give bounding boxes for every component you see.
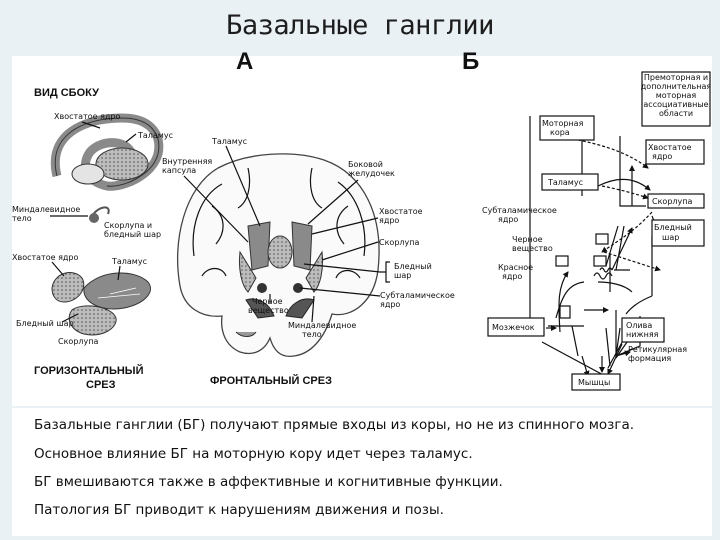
box-thalamus — [541, 173, 599, 191]
frontal-leader-lines — [183, 145, 381, 323]
bullet-item: Основное влияние БГ на моторную кору иде… — [34, 446, 473, 462]
label-red-nucleus-line2: ядро — [502, 272, 522, 281]
box-cerebellum — [487, 317, 545, 337]
lateral-leader-lines — [50, 121, 137, 217]
label-reticular-line1: Ретикулярная — [628, 345, 687, 354]
bullet-item: БГ вмешиваются также в аффективные и ког… — [34, 474, 503, 490]
label-premotor-line1: Премоторная и — [644, 73, 708, 82]
label-caudate-right-line2: ядро — [379, 216, 399, 225]
bullet-item: Патология БГ приводит к нарушениям движе… — [34, 502, 444, 518]
label-premotor-line4: ассоциативные — [643, 100, 708, 109]
label-muscles: Мышцы — [578, 378, 610, 387]
label-reticular-line2: формация — [628, 354, 671, 363]
figure-panel: ВИД СБОКУ Хвостатое ядро Таламус Миндале… — [12, 56, 712, 406]
label-substantia-nigra-b-line1: Черное — [512, 235, 543, 244]
label-amygdala-center-line1: Миндалевидное — [288, 321, 356, 330]
label-putamen-b: Скорлупа — [652, 197, 692, 206]
slide-title: Базальные ганглии — [226, 10, 494, 41]
panel-label-b: Б — [462, 48, 480, 75]
horizontal-leader-lines — [51, 261, 121, 323]
label-olive-line2: нижняя — [626, 330, 659, 339]
frontal-section-drawing — [177, 153, 380, 358]
box-muscles — [571, 373, 621, 391]
label-thalamus-2: Таламус — [111, 257, 147, 266]
box-motor-cortex — [539, 115, 595, 141]
label-lateral-ventricle-line2: желудочек — [348, 169, 395, 178]
label-motor-cortex-line1: Моторная — [542, 119, 584, 128]
label-amygdala-line2: тело — [12, 214, 32, 223]
label-cerebellum: Мозжечок — [492, 323, 535, 332]
label-putamen-pallidus-line1: Скорлупа и — [104, 221, 152, 230]
label-premotor-line5: области — [659, 109, 693, 118]
lateral-view-title: ВИД СБОКУ — [34, 87, 99, 99]
label-globus-pallidus-right-line2: шар — [394, 271, 411, 280]
basal-ganglia-figure: ВИД СБОКУ Хвостатое ядро Таламус Миндале… — [12, 71, 712, 391]
label-thalamus: Таламус — [137, 131, 173, 140]
box-caudate — [645, 139, 705, 165]
horizontal-section-title-line2: СРЕЗ — [86, 379, 116, 391]
label-caudate-b-line1: Хвостатое — [648, 143, 692, 152]
label-internal-capsule-line1: Внутренняя — [162, 157, 212, 166]
label-putamen-right: Скорлупа — [379, 238, 419, 247]
label-caudate-nucleus-2: Хвостатое ядро — [12, 253, 78, 262]
label-globus-pallidus: Бледный шар — [16, 319, 74, 328]
label-subthalamic-line1: Субталамическое — [380, 291, 455, 300]
label-substantia-nigra-line2: вещество — [248, 306, 289, 315]
label-putamen: Скорлупа — [58, 337, 98, 346]
connection-diagram — [529, 116, 673, 385]
label-thalamus-3: Таламус — [211, 137, 247, 146]
label-thalamus-b: Таламус — [547, 178, 583, 187]
label-premotor-line3: моторная — [656, 91, 697, 100]
bullet-list: Базальные ганглии (БГ) получают прямые в… — [12, 408, 712, 536]
label-caudate-nucleus: Хвостатое ядро — [54, 112, 120, 121]
label-lateral-ventricle-line1: Боковой — [348, 160, 383, 169]
label-red-nucleus-line1: Красное — [498, 263, 533, 272]
frontal-section-title: ФРОНТАЛЬНЫЙ СРЕЗ — [210, 374, 332, 387]
label-subthalamic-line2: ядро — [380, 300, 400, 309]
lateral-view-drawing — [50, 113, 164, 223]
label-subthalamic-b-line2: ядро — [498, 215, 518, 224]
label-putamen-pallidus-line2: бледный шар — [104, 230, 161, 239]
box-putamen — [647, 193, 705, 209]
label-globus-pallidus-b-line1: Бледный — [654, 223, 692, 232]
label-premotor-line2: дополнительная — [641, 82, 712, 91]
box-premotor-areas — [641, 71, 711, 127]
label-amygdala-line1: Миндалевидное — [12, 205, 80, 214]
bullet-item: Базальные ганглии (БГ) получают прямые в… — [34, 417, 635, 433]
box-globus-pallidus — [651, 219, 705, 247]
label-internal-capsule-line2: капсула — [162, 166, 196, 175]
label-substantia-nigra-b-line2: вещество — [512, 244, 553, 253]
label-globus-pallidus-right-line1: Бледный — [394, 262, 432, 271]
horizontal-section-drawing — [51, 272, 151, 336]
globus-pallidus-bracket — [380, 261, 390, 283]
panel-label-a: А — [236, 48, 254, 75]
label-olive-line1: Олива — [626, 321, 652, 330]
box-inferior-olive — [621, 317, 665, 343]
label-caudate-right-line1: Хвостатое — [379, 207, 423, 216]
label-amygdala-center-line2: тело — [302, 330, 322, 339]
horizontal-section-title: ГОРИЗОНТАЛЬНЫЙ — [34, 364, 144, 377]
label-motor-cortex-line2: кора — [550, 128, 570, 137]
label-globus-pallidus-b-line2: шар — [662, 233, 679, 242]
label-substantia-nigra-line1: Черное — [252, 297, 283, 306]
label-subthalamic-b-line1: Субталамическое — [482, 206, 557, 215]
label-caudate-b-line2: ядро — [652, 152, 672, 161]
